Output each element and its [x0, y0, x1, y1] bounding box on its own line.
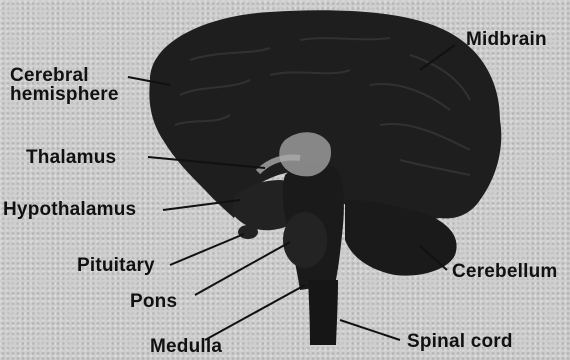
- midbrain-label: Midbrain: [466, 30, 547, 49]
- cerebral-label-line1: Cerebral: [10, 66, 119, 85]
- pituitary-leader: [170, 234, 244, 265]
- spinal-cord-label: Spinal cord: [407, 332, 513, 351]
- pons-shape: [283, 212, 327, 268]
- thalamus-shape: [279, 132, 331, 176]
- medulla-label: Medulla: [150, 337, 222, 356]
- medulla-leader: [205, 285, 305, 340]
- pituitary-shape: [238, 225, 258, 239]
- thalamus-label: Thalamus: [26, 148, 116, 167]
- spinal-cord-shape: [308, 280, 338, 345]
- hypothalamus-label: Hypothalamus: [3, 200, 136, 219]
- pons-leader: [195, 242, 290, 295]
- cerebral-hemisphere-label: Cerebral hemisphere: [10, 66, 119, 104]
- spinal-cord-leader: [340, 320, 400, 340]
- pituitary-label: Pituitary: [77, 256, 155, 275]
- cerebellum-label: Cerebellum: [452, 262, 557, 281]
- pons-label: Pons: [130, 292, 177, 311]
- cerebral-label-line2: hemisphere: [10, 85, 119, 104]
